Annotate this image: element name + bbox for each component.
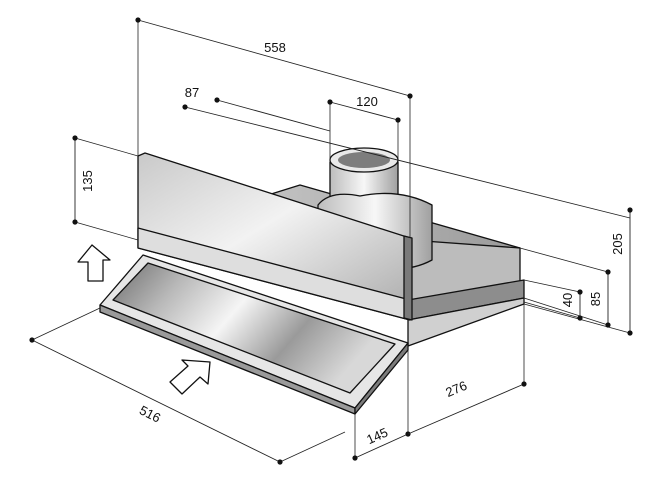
airflow-arrows (77, 244, 211, 395)
dim-left-offset: 87 (185, 85, 199, 100)
dim-duct-diameter: 120 (356, 94, 378, 109)
dim-front-height: 135 (80, 170, 95, 192)
dim-depth: 516 (137, 402, 163, 425)
arrow-up-icon (77, 244, 111, 282)
arrow-diagonal-icon (169, 359, 211, 395)
dim-lower-height: 40 (560, 293, 575, 307)
drawer-glass (112, 262, 396, 394)
dim-total-height: 205 (610, 233, 625, 255)
dim-body-height: 85 (588, 292, 603, 306)
dim-body-depth: 276 (443, 378, 469, 400)
hood-body (99, 147, 525, 415)
front-panel-edge (403, 235, 413, 321)
dim-total-width: 558 (264, 40, 286, 55)
dimension-lines (29, 17, 633, 465)
